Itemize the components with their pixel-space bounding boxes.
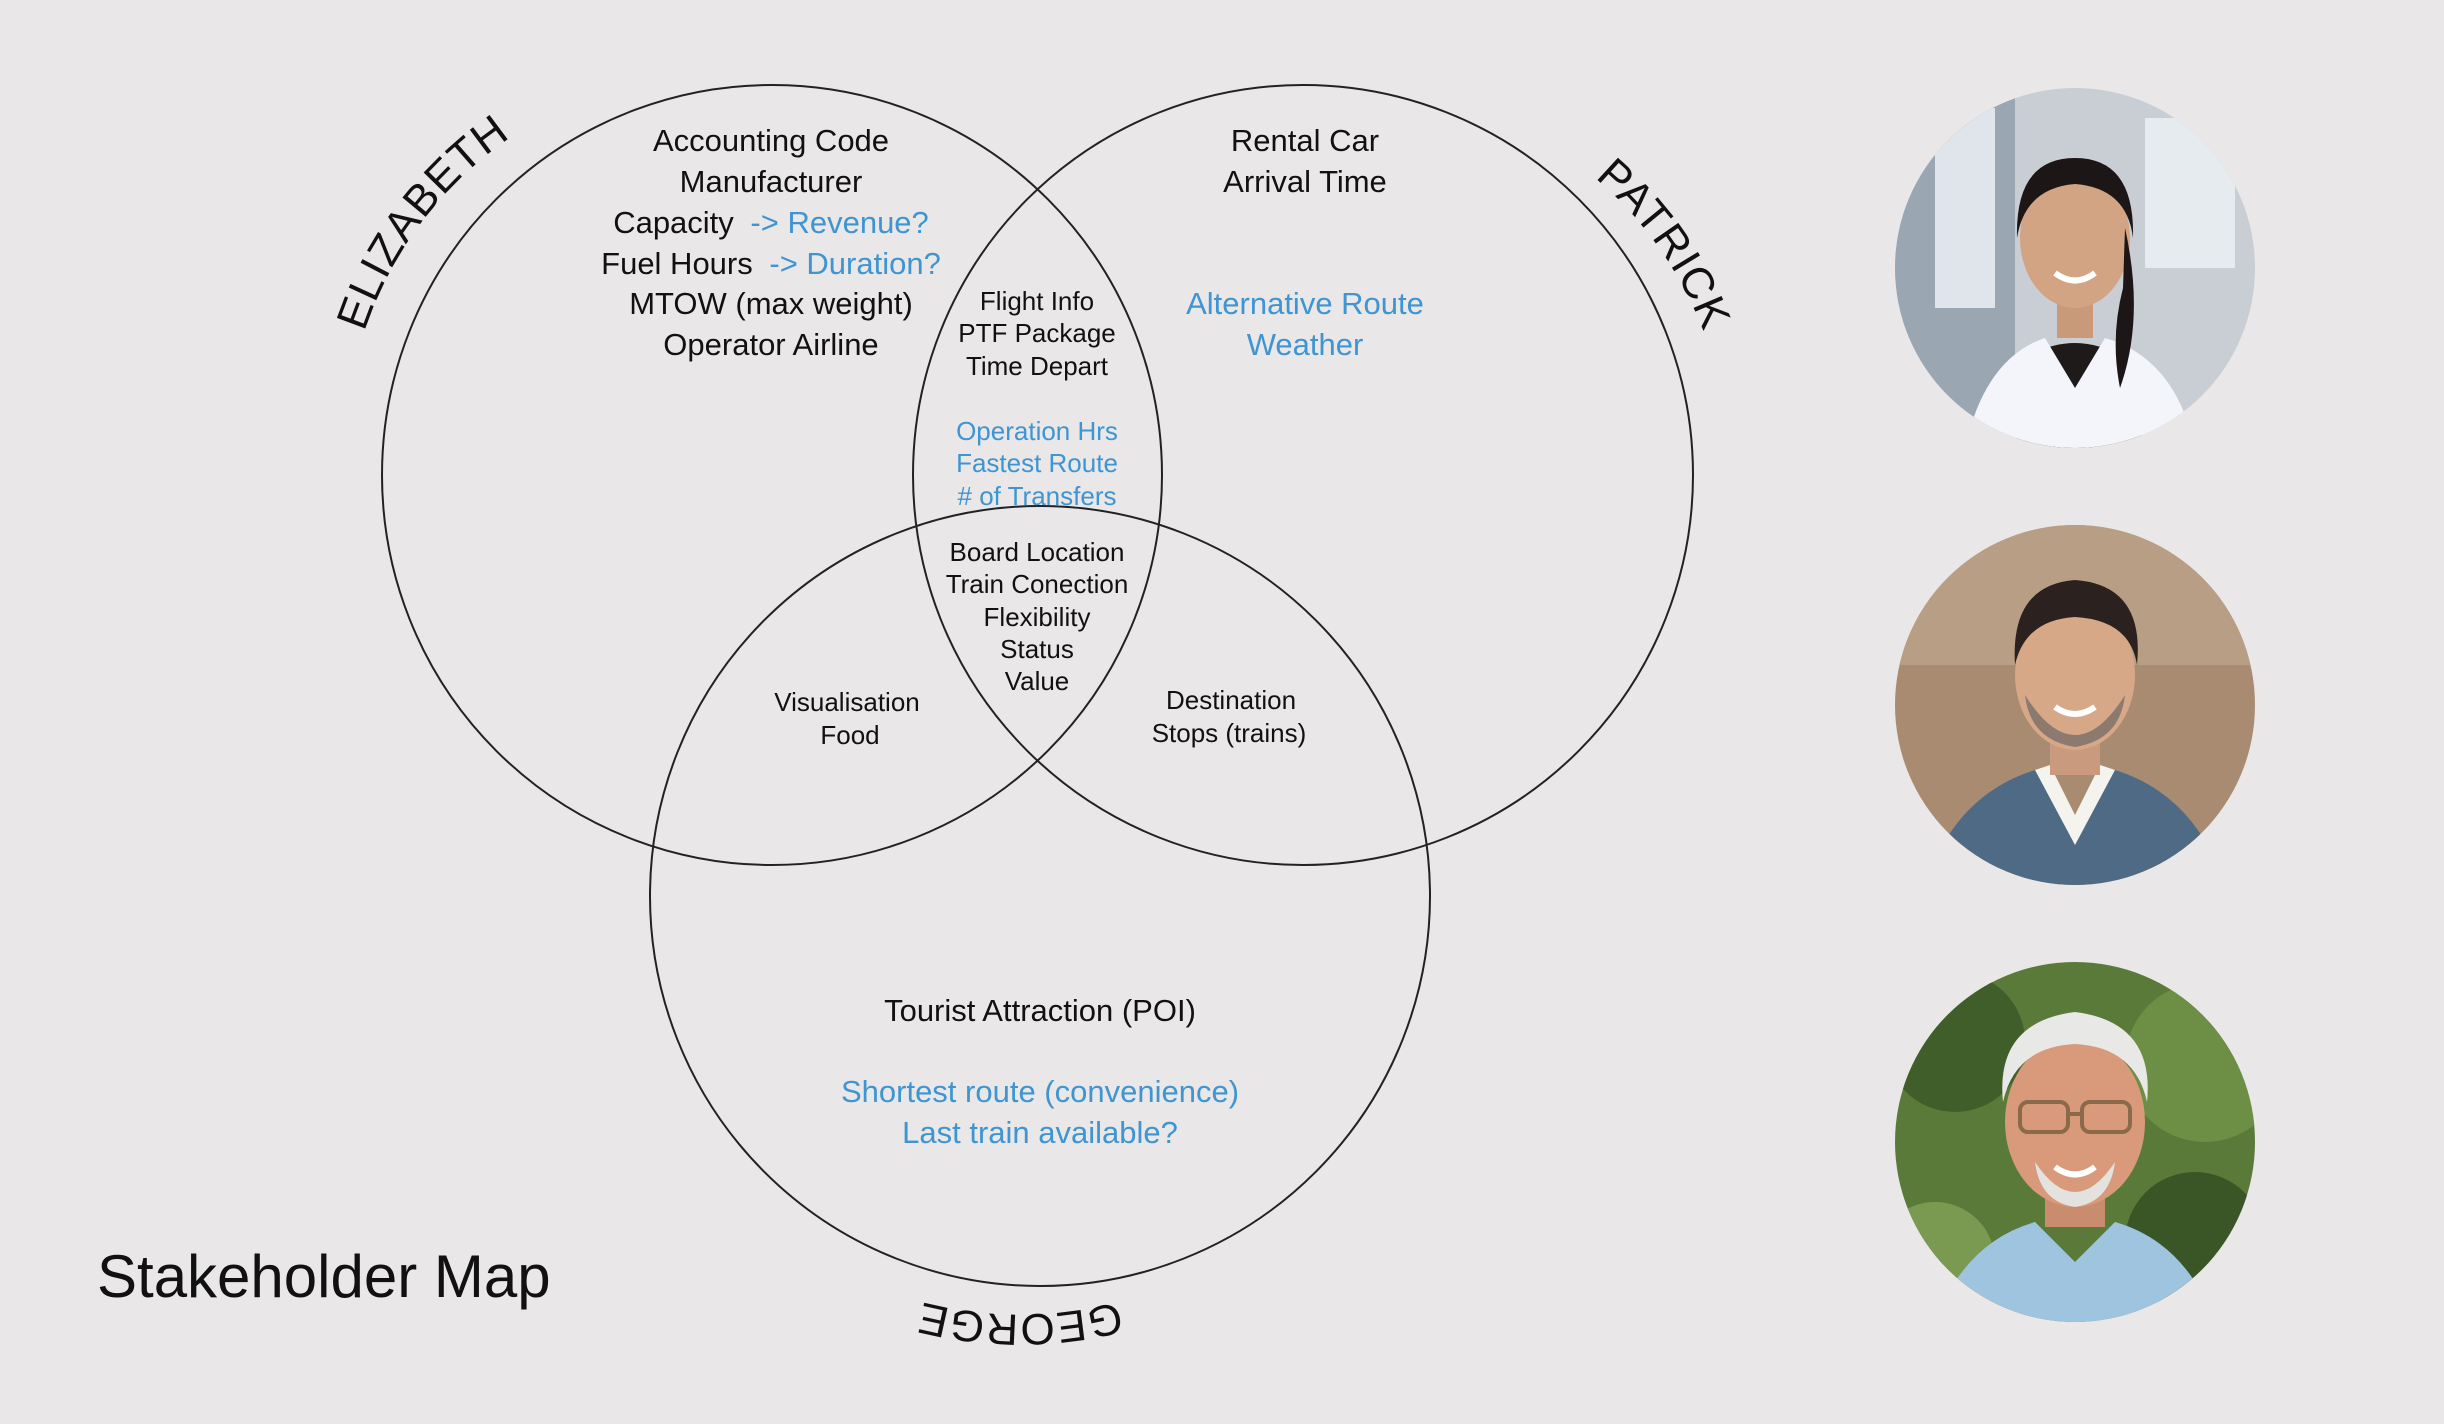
label-patrick: PATRICK [1588, 149, 1740, 337]
label-george: GEORGE [913, 1292, 1127, 1354]
all-line5: Value [1005, 666, 1070, 696]
eliz-line1: Accounting Code [653, 123, 889, 158]
ep-line2: PTF Package [958, 318, 1116, 348]
eliz-line3-text: Capacity [613, 205, 734, 240]
older-man-portrait-icon [1895, 962, 2255, 1322]
avatar-older-man [1895, 962, 2255, 1322]
avatar-woman [1895, 88, 2255, 448]
circle-patrick [912, 84, 1694, 866]
region-elizabeth-patrick: Flight Info PTF Package Time Depart Oper… [956, 286, 1118, 511]
circle-george [649, 505, 1431, 1287]
eliz-line4-text: Fuel Hours [601, 246, 753, 281]
all-line1: Board Location [950, 537, 1125, 567]
geo-line1: Tourist Attraction (POI) [884, 993, 1196, 1028]
pg-line1: Destination [1166, 685, 1296, 715]
eg-line1: Visualisation [774, 687, 920, 717]
eliz-line4: Fuel Hours -> Duration? [601, 246, 941, 281]
all-line4: Status [1000, 634, 1074, 664]
ep-line3: Time Depart [966, 351, 1109, 381]
eliz-line3: Capacity -> Revenue? [613, 205, 929, 240]
eliz-line2: Manufacturer [680, 164, 863, 199]
region-elizabeth-only: Accounting Code Manufacturer Capacity ->… [601, 123, 941, 362]
man-portrait-icon [1895, 525, 2255, 885]
geo-accent2: Last train available? [902, 1115, 1178, 1150]
eg-line2: Food [820, 720, 879, 750]
eliz-line6: Operator Airline [663, 327, 878, 362]
pat-line2: Arrival Time [1223, 164, 1387, 199]
eliz-line3-accent: -> Revenue? [750, 205, 928, 240]
pat-accent2: Weather [1247, 327, 1364, 362]
ep-accent3: # of Transfers [958, 481, 1117, 511]
circle-elizabeth [381, 84, 1163, 866]
avatar-man [1895, 525, 2255, 885]
geo-accent1: Shortest route (convenience) [841, 1074, 1239, 1109]
region-elizabeth-george: Visualisation Food [774, 687, 920, 750]
pg-line2: Stops (trains) [1152, 718, 1307, 748]
ep-accent2: Fastest Route [956, 448, 1118, 478]
ep-line1: Flight Info [980, 286, 1094, 316]
pat-line1: Rental Car [1231, 123, 1379, 158]
page-title: Stakeholder Map [97, 1243, 551, 1310]
eliz-line4-accent: -> Duration? [769, 246, 940, 281]
eliz-line5: MTOW (max weight) [629, 286, 913, 321]
region-all-three: Board Location Train Conection Flexibili… [946, 537, 1129, 696]
region-patrick-george: Destination Stops (trains) [1152, 685, 1307, 748]
region-george-only: Tourist Attraction (POI) Shortest route … [841, 993, 1239, 1150]
pat-accent1: Alternative Route [1186, 286, 1424, 321]
woman-portrait-icon [1895, 88, 2255, 448]
region-patrick-only: Rental Car Arrival Time Alternative Rout… [1186, 123, 1424, 362]
all-line3: Flexibility [984, 602, 1091, 632]
ep-accent1: Operation Hrs [956, 416, 1118, 446]
all-line2: Train Conection [946, 569, 1129, 599]
